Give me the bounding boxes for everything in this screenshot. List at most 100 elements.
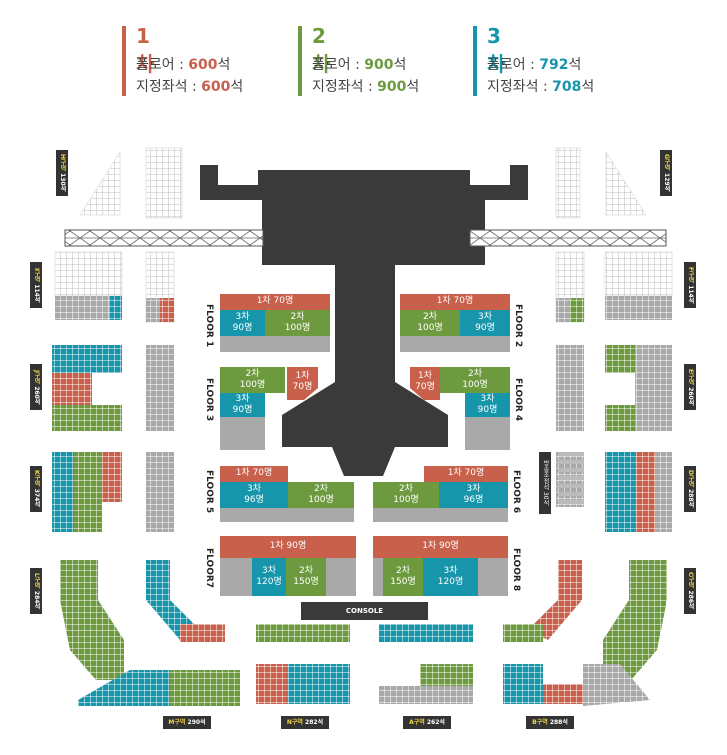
section-seats: 114석 <box>687 284 694 304</box>
main-stage <box>200 165 528 476</box>
floor8-red <box>373 536 508 558</box>
stand-e-green2 <box>605 405 635 431</box>
legend-bar <box>298 26 302 96</box>
section-seats: 284석 <box>33 590 40 610</box>
cell-line: 3차 <box>235 394 250 404</box>
stand-j-red <box>52 373 92 405</box>
stand-e-col <box>556 345 584 431</box>
legend-unit: 석 <box>393 57 407 73</box>
section-seats: 286석 <box>687 590 694 610</box>
floor2-gray <box>400 336 510 352</box>
section-code: H구역 <box>59 154 66 172</box>
legend-phase-title: 2차 <box>312 24 331 76</box>
section-tag-e: E구역 260석 <box>684 364 696 410</box>
floor4-gray <box>465 417 510 450</box>
section-code: N구역 <box>286 719 303 726</box>
floor2-label: FLOOR 2 <box>513 304 523 348</box>
section-tag-k: K구역 374석 <box>30 466 42 512</box>
floor7-phase1: 1차 90명 <box>269 541 307 551</box>
section-seats: 282석 <box>305 719 324 726</box>
section-tag-j: J구역 260석 <box>30 364 42 410</box>
stand-n-red <box>256 664 288 704</box>
floor7-red <box>220 536 356 558</box>
floor2-blue <box>460 310 510 336</box>
block-b-front <box>503 624 543 642</box>
section-code: B구역 <box>532 719 548 726</box>
cell-line: 90명 <box>477 405 498 415</box>
section-seats: 114석 <box>33 283 40 303</box>
broadcast-booth-label: 방송조정석 30석 <box>539 452 551 514</box>
legend-floor-label: 플로어 : <box>312 57 365 73</box>
cell-line: 2차 <box>245 369 260 379</box>
stand-i-blue <box>110 296 122 320</box>
section-tag-l: L구역 284석 <box>30 568 42 614</box>
legend-seat-line: 지정좌석 : 708석 <box>487 76 594 96</box>
stand-f-col-green <box>570 298 584 322</box>
stand-k-col <box>146 452 174 532</box>
section-tag-g: G구역 129석 <box>660 150 672 196</box>
legend-seat-label: 지정좌석 : <box>136 79 202 95</box>
cell-line: 2차 <box>467 369 482 379</box>
floor2-red <box>400 294 510 310</box>
stand-f-col-gray <box>556 298 570 322</box>
stand-f-gray <box>605 296 672 320</box>
section-seats: 288석 <box>549 719 568 726</box>
floor5-label: FLOOR 5 <box>204 470 214 514</box>
stand-k-blue <box>52 452 74 532</box>
floor3-blue <box>220 393 265 417</box>
stand-n-blue <box>288 664 350 704</box>
legend-phase-title: 3차 <box>487 24 506 76</box>
cell-line: 3차 <box>480 394 495 404</box>
stand-b-blue <box>503 664 543 704</box>
cell-line: 2차 <box>422 312 437 322</box>
stand-h-upper <box>79 151 121 216</box>
cell-line: 2차 <box>290 312 305 322</box>
stand-i-col-red <box>160 298 174 322</box>
stand-c-inner <box>528 560 582 640</box>
section-seats: 262석 <box>426 719 445 726</box>
stand-g-upper <box>605 151 647 216</box>
floor2-phase1: 1차 70명 <box>436 296 474 306</box>
legend-bar <box>122 26 126 96</box>
floor6-green <box>373 482 439 508</box>
floor5-green <box>288 482 354 508</box>
legend-floor-label: 플로어 : <box>136 57 189 73</box>
cell-line: 90명 <box>232 405 253 415</box>
floor1-phase1: 1차 70명 <box>256 296 294 306</box>
section-seats: 374석 <box>33 489 40 508</box>
cell-line: 100명 <box>417 323 443 333</box>
stand-j-blue <box>52 345 122 373</box>
cell-line: 70명 <box>292 382 313 392</box>
floor8-phase1: 1차 90명 <box>422 541 459 551</box>
cell-line: 150명 <box>293 577 319 587</box>
floor7-label: FLOOR7 <box>204 548 214 589</box>
stand-j-col <box>146 345 174 431</box>
cell-line: 100명 <box>393 495 419 505</box>
floor1-green <box>265 310 330 336</box>
cell-line: 100명 <box>239 380 266 390</box>
legend-seat-label: 지정좌석 : <box>487 79 553 95</box>
floor6-blue <box>439 482 508 508</box>
section-tag-b: B구역 288석 <box>526 716 574 729</box>
floor8-green <box>383 558 423 596</box>
section-seats: 290석 <box>187 719 206 726</box>
legend-unit: 석 <box>406 79 420 95</box>
cell-line: 3차 <box>466 484 481 494</box>
stand-k-red <box>102 452 122 502</box>
legend-unit: 석 <box>568 57 582 73</box>
console: CONSOLE <box>301 602 428 620</box>
cell-line: 70명 <box>415 382 435 392</box>
floor3-green <box>220 367 285 393</box>
cell-line: 3차 <box>235 312 250 322</box>
